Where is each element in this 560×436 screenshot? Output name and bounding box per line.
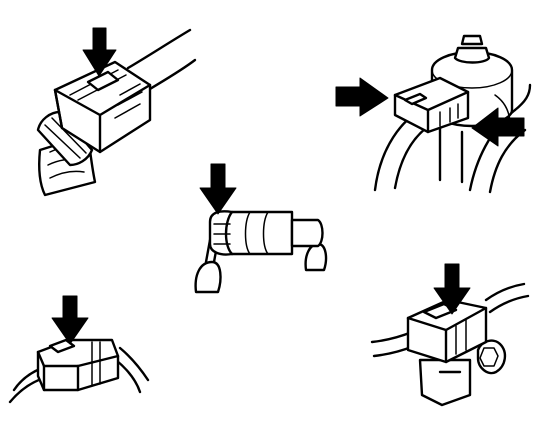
arrow-down-icon (433, 263, 471, 315)
arrow-left-icon (471, 107, 525, 147)
panel-top-right (335, 34, 532, 194)
panel-bottom-left (8, 295, 150, 404)
arrow-down-icon (82, 27, 117, 77)
bracket-connector-icon (370, 282, 530, 407)
arrow-right-icon (335, 77, 389, 117)
inline-connector-icon (8, 338, 150, 404)
arrow-down-icon (199, 163, 237, 215)
multi-pin-connector-icon (36, 28, 197, 197)
panel-center (194, 163, 328, 294)
two-pin-connector-icon (194, 210, 328, 294)
panel-top-left (36, 27, 197, 197)
arrow-down-icon (51, 295, 89, 345)
panel-bottom-right (370, 263, 530, 407)
sensor-connector-icon (373, 34, 532, 194)
